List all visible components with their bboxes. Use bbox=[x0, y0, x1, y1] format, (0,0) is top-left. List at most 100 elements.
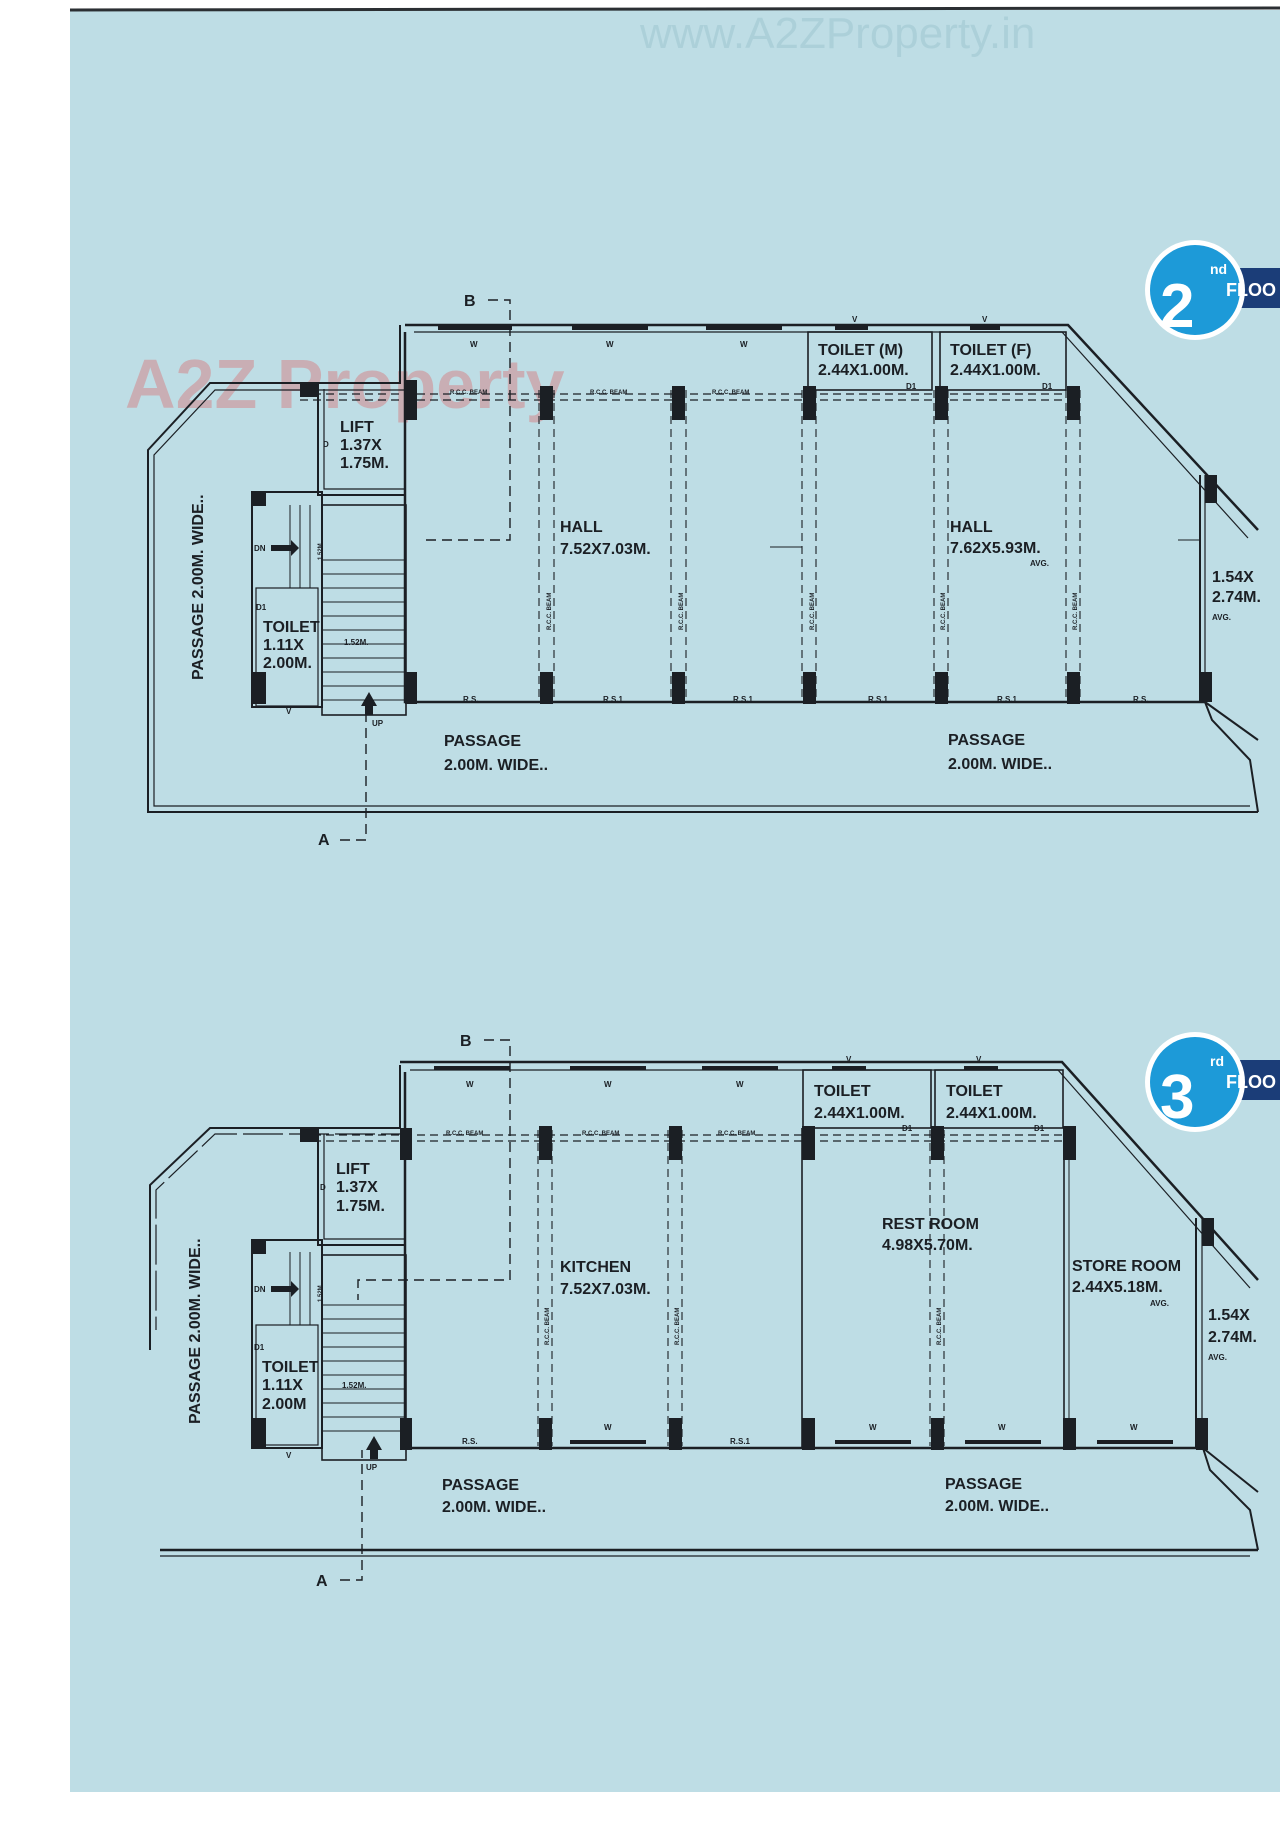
toilet-f-label: TOILET (F) bbox=[950, 342, 1031, 359]
rs-label: R.S.1 bbox=[730, 1437, 751, 1446]
stair-width-vertical: 1.52M bbox=[318, 1285, 324, 1302]
window-tag: W bbox=[740, 340, 748, 349]
window-tag: W bbox=[1130, 1423, 1138, 1432]
stair-width: 1.52M. bbox=[342, 1381, 366, 1390]
passage-vertical-label: PASSAGE 2.00M. WIDE.. bbox=[190, 494, 207, 680]
stair-width: 1.52M. bbox=[344, 638, 368, 647]
rs-label: R.S.1 bbox=[997, 695, 1018, 704]
window-tag: W bbox=[470, 340, 478, 349]
window-tag: W bbox=[869, 1423, 877, 1432]
small-toilet-label: TOILET bbox=[263, 619, 320, 636]
small-toilet-label: TOILET bbox=[262, 1359, 319, 1376]
rs-label: R.S.1 bbox=[868, 695, 889, 704]
small-toilet-dim-2: 2.00M. bbox=[263, 655, 312, 672]
lift-label: LIFT bbox=[340, 419, 374, 436]
section-mark-a: A bbox=[316, 1573, 328, 1590]
watermark-site-text: www.A2ZProperty.in bbox=[639, 9, 1035, 58]
store-room-dims: 2.44X5.18M. bbox=[1072, 1279, 1163, 1296]
hall-2-note: AVG. bbox=[1030, 559, 1049, 568]
small-toilet-dim-2: 2.00M bbox=[262, 1396, 306, 1413]
toilet-2-label: TOILET bbox=[946, 1083, 1003, 1100]
toilet-1-door-tag: D1 bbox=[902, 1124, 913, 1133]
small-toilet-dim-1: 1.11X bbox=[263, 637, 304, 654]
window-tag: W bbox=[606, 340, 614, 349]
passage-2-label: PASSAGE bbox=[948, 732, 1025, 749]
floor-badge-3rd: 3 rd FLOO bbox=[1145, 1032, 1280, 1132]
passage-1-label: PASSAGE bbox=[444, 733, 521, 750]
store-room-note: AVG. bbox=[1150, 1299, 1169, 1308]
passage-1-width: 2.00M. WIDE.. bbox=[444, 757, 548, 774]
up-mark: UP bbox=[366, 1463, 378, 1472]
toilet-m-door-tag: D1 bbox=[906, 382, 917, 391]
corner-note: AVG. bbox=[1208, 1353, 1227, 1362]
floor-badge-2nd: 2 nd FLOO bbox=[1145, 240, 1280, 341]
badge-suffix: nd bbox=[1210, 261, 1227, 277]
columns-2nd bbox=[252, 380, 1217, 715]
rest-room-label: REST ROOM bbox=[882, 1216, 979, 1233]
beam-label: R.C.C. BEAM bbox=[718, 1131, 755, 1137]
beam-label: R.C.C. BEAM bbox=[450, 390, 487, 396]
column-beam-label: R.C.C. BEAM bbox=[545, 1308, 551, 1345]
rs-label: R.S.1 bbox=[733, 695, 754, 704]
hall-1-dims: 7.52X7.03M. bbox=[560, 541, 651, 558]
lift-dim-1: 1.37X bbox=[340, 437, 382, 454]
badge-suffix: rd bbox=[1210, 1053, 1224, 1069]
dn-mark: DN bbox=[254, 1285, 266, 1294]
column-beam-label: R.C.C. BEAM bbox=[679, 593, 685, 630]
floor-plan-2nd bbox=[147, 299, 1259, 841]
passage-2-width: 2.00M. WIDE.. bbox=[945, 1498, 1049, 1515]
kitchen-dims: 7.52X7.03M. bbox=[560, 1281, 651, 1298]
toilet-1-dims: 2.44X1.00M. bbox=[814, 1105, 905, 1122]
lift-door-tag: D bbox=[323, 440, 329, 449]
dn-mark: DN bbox=[254, 544, 266, 553]
window-tag: W bbox=[736, 1080, 744, 1089]
lift-dim-1: 1.37X bbox=[336, 1179, 378, 1196]
small-toilet-door-tag: D1 bbox=[256, 603, 267, 612]
corner-dim-1: 1.54X bbox=[1212, 569, 1254, 586]
section-mark-a: A bbox=[318, 832, 330, 849]
passage-2-width: 2.00M. WIDE.. bbox=[948, 756, 1052, 773]
small-toilet-vent: V bbox=[286, 1451, 292, 1460]
up-mark: UP bbox=[372, 719, 384, 728]
toilet-f-vent: V bbox=[982, 315, 988, 324]
window-tag: W bbox=[604, 1080, 612, 1089]
column-beam-label: R.C.C. BEAM bbox=[675, 1308, 681, 1345]
store-room-label: STORE ROOM bbox=[1072, 1258, 1181, 1275]
column-beam-label: R.C.C. BEAM bbox=[810, 593, 816, 630]
hall-1-label: HALL bbox=[560, 519, 603, 536]
blue-sheet bbox=[70, 10, 1280, 1792]
toilet-f-door-tag: D1 bbox=[1042, 382, 1053, 391]
toilet-2-door-tag: D1 bbox=[1034, 1124, 1045, 1133]
small-toilet-dim-1: 1.11X bbox=[262, 1377, 303, 1394]
small-toilet-door-tag: D1 bbox=[254, 1343, 265, 1352]
column-beam-label: R.C.C. BEAM bbox=[547, 593, 553, 630]
stair-width-vertical: 1.52M. bbox=[318, 541, 324, 560]
beam-label: R.C.C. BEAM bbox=[712, 390, 749, 396]
corner-dim-2: 2.74M. bbox=[1208, 1329, 1257, 1346]
section-mark-b: B bbox=[464, 293, 476, 310]
column-beam-label: R.C.C. BEAM bbox=[1073, 593, 1079, 630]
rs-label: R.S.1 bbox=[603, 695, 624, 704]
lift-label: LIFT bbox=[336, 1161, 370, 1178]
toilet-1-vent: V bbox=[846, 1055, 852, 1064]
passage-2-label: PASSAGE bbox=[945, 1476, 1022, 1493]
toilet-2-dims: 2.44X1.00M. bbox=[946, 1105, 1037, 1122]
corner-note: AVG. bbox=[1212, 613, 1231, 622]
beam-label: R.C.C. BEAM bbox=[590, 390, 627, 396]
window-tag: W bbox=[998, 1423, 1006, 1432]
badge-number: 2 bbox=[1160, 272, 1194, 341]
toilet-m-vent: V bbox=[852, 315, 858, 324]
window-tag: W bbox=[466, 1080, 474, 1089]
toilet-m-dims: 2.44X1.00M. bbox=[818, 362, 909, 379]
hall-2-dims: 7.62X5.93M. bbox=[950, 540, 1041, 557]
beam-label: R.C.C. BEAM bbox=[446, 1131, 483, 1137]
rs-label: R.S. bbox=[1133, 695, 1149, 704]
toilet-1-label: TOILET bbox=[814, 1083, 871, 1100]
passage-vertical-label: PASSAGE 2.00M. WIDE.. bbox=[187, 1238, 204, 1424]
beam-label: R.C.C. BEAM bbox=[582, 1131, 619, 1137]
rs-label: R.S. bbox=[462, 1437, 478, 1446]
kitchen-label: KITCHEN bbox=[560, 1259, 631, 1276]
passage-1-width: 2.00M. WIDE.. bbox=[442, 1499, 546, 1516]
lift-dim-2: 1.75M. bbox=[336, 1198, 385, 1215]
